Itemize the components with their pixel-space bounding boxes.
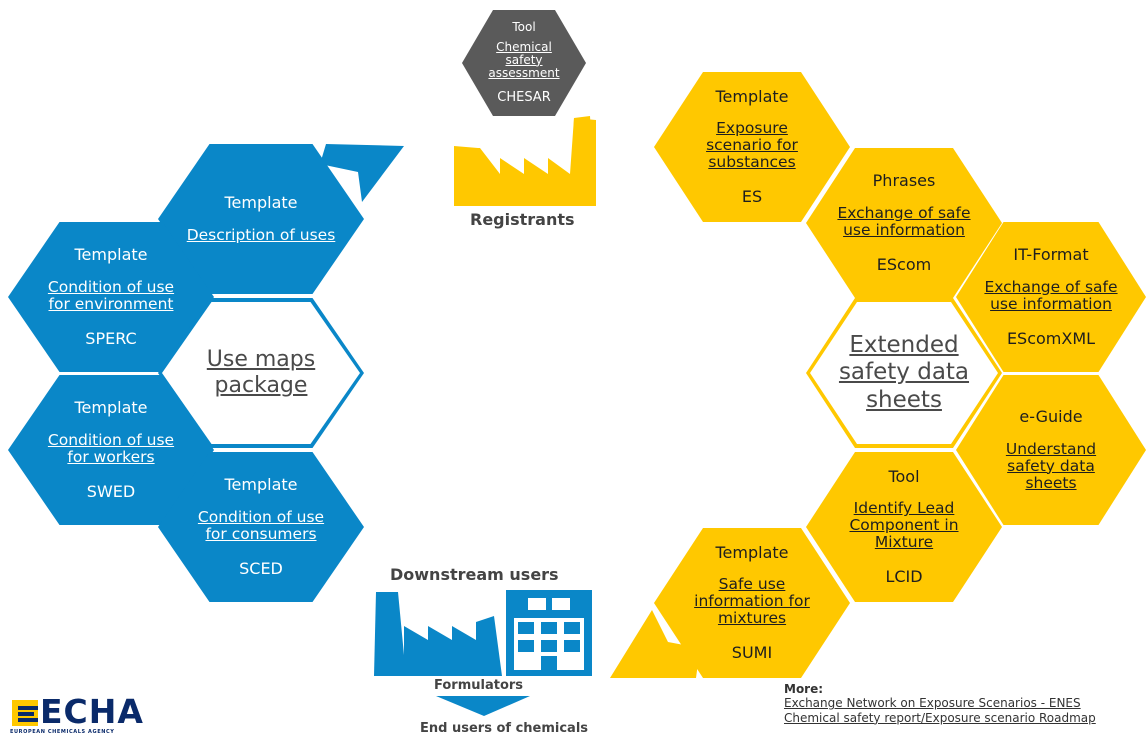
page-title-fragment	[0, 0, 220, 8]
hex-desc-link[interactable]: Condition of use for environment	[47, 277, 175, 313]
hex-desc-link[interactable]: Exchange of safe use information	[984, 277, 1118, 313]
blue-arrow-icon	[320, 144, 404, 202]
down-arrow-icon	[436, 696, 530, 716]
registrants-label: Registrants	[470, 210, 575, 229]
hex-kind: Template	[715, 86, 789, 106]
echa-logo-subtext: EUROPEAN CHEMICALS AGENCY	[10, 729, 115, 735]
hex-kind: Template	[224, 475, 298, 495]
use-maps-package-title[interactable]: Use maps package	[206, 346, 316, 398]
hex-kind: Phrases	[872, 171, 936, 191]
hex-kind: Template	[224, 193, 298, 213]
hex-desc-link[interactable]: Exchange of safe use information	[837, 203, 971, 239]
hex-kind: Template	[715, 542, 789, 562]
hex-es[interactable]: Template Exposure scenario for substance…	[654, 72, 850, 222]
hex-desc-link[interactable]: Identify Lead Component in Mixture	[849, 499, 959, 552]
hex-kind: Template	[74, 245, 148, 265]
hex-desc-link[interactable]: Understand safety data sheets	[1005, 439, 1097, 492]
hex-desc-link[interactable]: Description of uses	[186, 225, 336, 244]
hex-code: SCED	[239, 558, 283, 578]
end-users-label: End users of chemicals	[420, 721, 589, 736]
hex-kind: e-Guide	[1019, 407, 1083, 427]
hex-kind: Template	[74, 398, 148, 418]
use-maps-package-hex[interactable]: Use maps package	[158, 298, 364, 448]
hex-desc-link[interactable]: Exposure scenario for substances	[706, 119, 798, 172]
more-label: More:	[784, 682, 824, 696]
registrants-factory-icon	[454, 116, 596, 206]
echa-logo-mark-icon	[12, 700, 38, 726]
hex-code: EScomXML	[1006, 328, 1096, 348]
hex-code: LCID	[885, 567, 923, 587]
formulators-label: Formulators	[434, 678, 524, 693]
tool-hex-desc-link[interactable]: Chemical safety assessment	[488, 39, 560, 80]
hex-escom[interactable]: Phrases Exchange of safe use information…	[806, 148, 1002, 298]
downstream-factory-icon	[374, 590, 592, 676]
hex-code: ES	[741, 187, 763, 207]
hex-kind: Tool	[888, 466, 920, 486]
hex-code: SWED	[86, 481, 136, 501]
echa-logo: ECHA EUROPEAN CHEMICALS AGENCY	[10, 692, 170, 736]
tool-hex-code: CHESAR	[497, 90, 551, 106]
hex-kind: IT-Format	[1013, 245, 1089, 265]
extended-sds-hex[interactable]: Extended safety data sheets	[806, 298, 1002, 448]
downstream-users-label: Downstream users	[390, 565, 559, 584]
tool-hex-chesar[interactable]: Tool Chemical safety assessment CHESAR	[462, 10, 586, 116]
hex-code: EScom	[876, 254, 932, 274]
hex-desc-link[interactable]: Condition of use for consumers	[197, 507, 325, 543]
hex-desc-link[interactable]: Safe use information for mixtures	[694, 575, 810, 628]
hex-desc-link[interactable]: Condition of use for workers	[47, 430, 175, 466]
extended-sds-title[interactable]: Extended safety data sheets	[838, 331, 970, 413]
hex-code: SPERC	[85, 328, 137, 348]
enes-link[interactable]: Exchange Network on Exposure Scenarios -…	[784, 696, 1081, 711]
echa-logo-text: ECHA	[40, 692, 144, 731]
yellow-arrow-icon	[610, 610, 700, 678]
tool-hex-kind: Tool	[512, 19, 536, 34]
roadmap-link[interactable]: Chemical safety report/Exposure scenario…	[784, 710, 1096, 725]
hex-code: SUMI	[731, 643, 773, 663]
hex-lcid[interactable]: Tool Identify Lead Component in Mixture …	[806, 452, 1002, 602]
more-links: More: Exchange Network on Exposure Scena…	[784, 682, 1096, 725]
